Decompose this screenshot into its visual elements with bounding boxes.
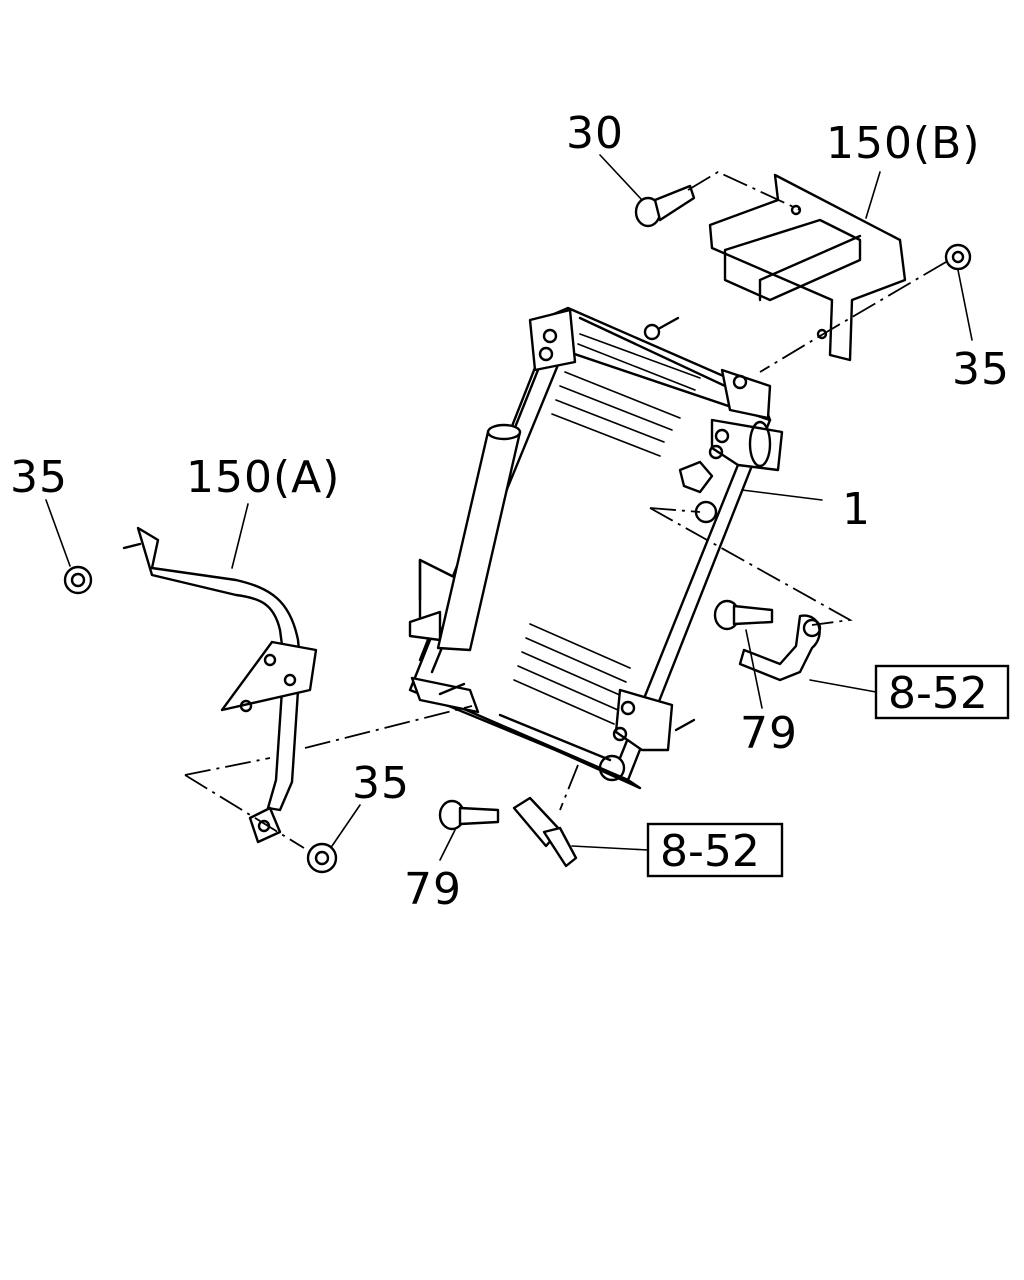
ref-label-bottom: 8-52 (660, 826, 760, 877)
callout-79-right: 79 (740, 708, 798, 759)
nut-35-top (944, 243, 972, 271)
hose-8-52-right (738, 614, 822, 682)
callout-35-top: 35 (952, 344, 1010, 395)
callout-79-bottom: 79 (404, 864, 462, 915)
bolt-79-bottom (438, 799, 500, 831)
hose-8-52-bottom (512, 796, 578, 868)
callout-150b: 150(B) (826, 118, 981, 169)
ref-box-bottom[interactable]: 8-52 (646, 822, 784, 878)
bolt-30 (634, 184, 696, 228)
ref-box-right[interactable]: 8-52 (874, 664, 1010, 720)
callout-35-left: 35 (10, 452, 68, 503)
nut-35-bottom (306, 842, 338, 874)
radiator-hose (436, 423, 522, 652)
callout-1: 1 (842, 484, 871, 535)
leader-lines (45, 154, 973, 861)
bolt-79-right (713, 599, 774, 631)
nut-35-left (63, 542, 142, 595)
stay-150a (136, 526, 318, 844)
bracket-150b (708, 173, 907, 362)
assembly-lines (184, 170, 947, 849)
callout-35-bottom: 35 (352, 758, 410, 809)
callout-30: 30 (566, 108, 624, 159)
ref-label-right: 8-52 (888, 668, 988, 719)
callout-150a: 150(A) (186, 452, 340, 503)
radiator-core (408, 306, 784, 790)
